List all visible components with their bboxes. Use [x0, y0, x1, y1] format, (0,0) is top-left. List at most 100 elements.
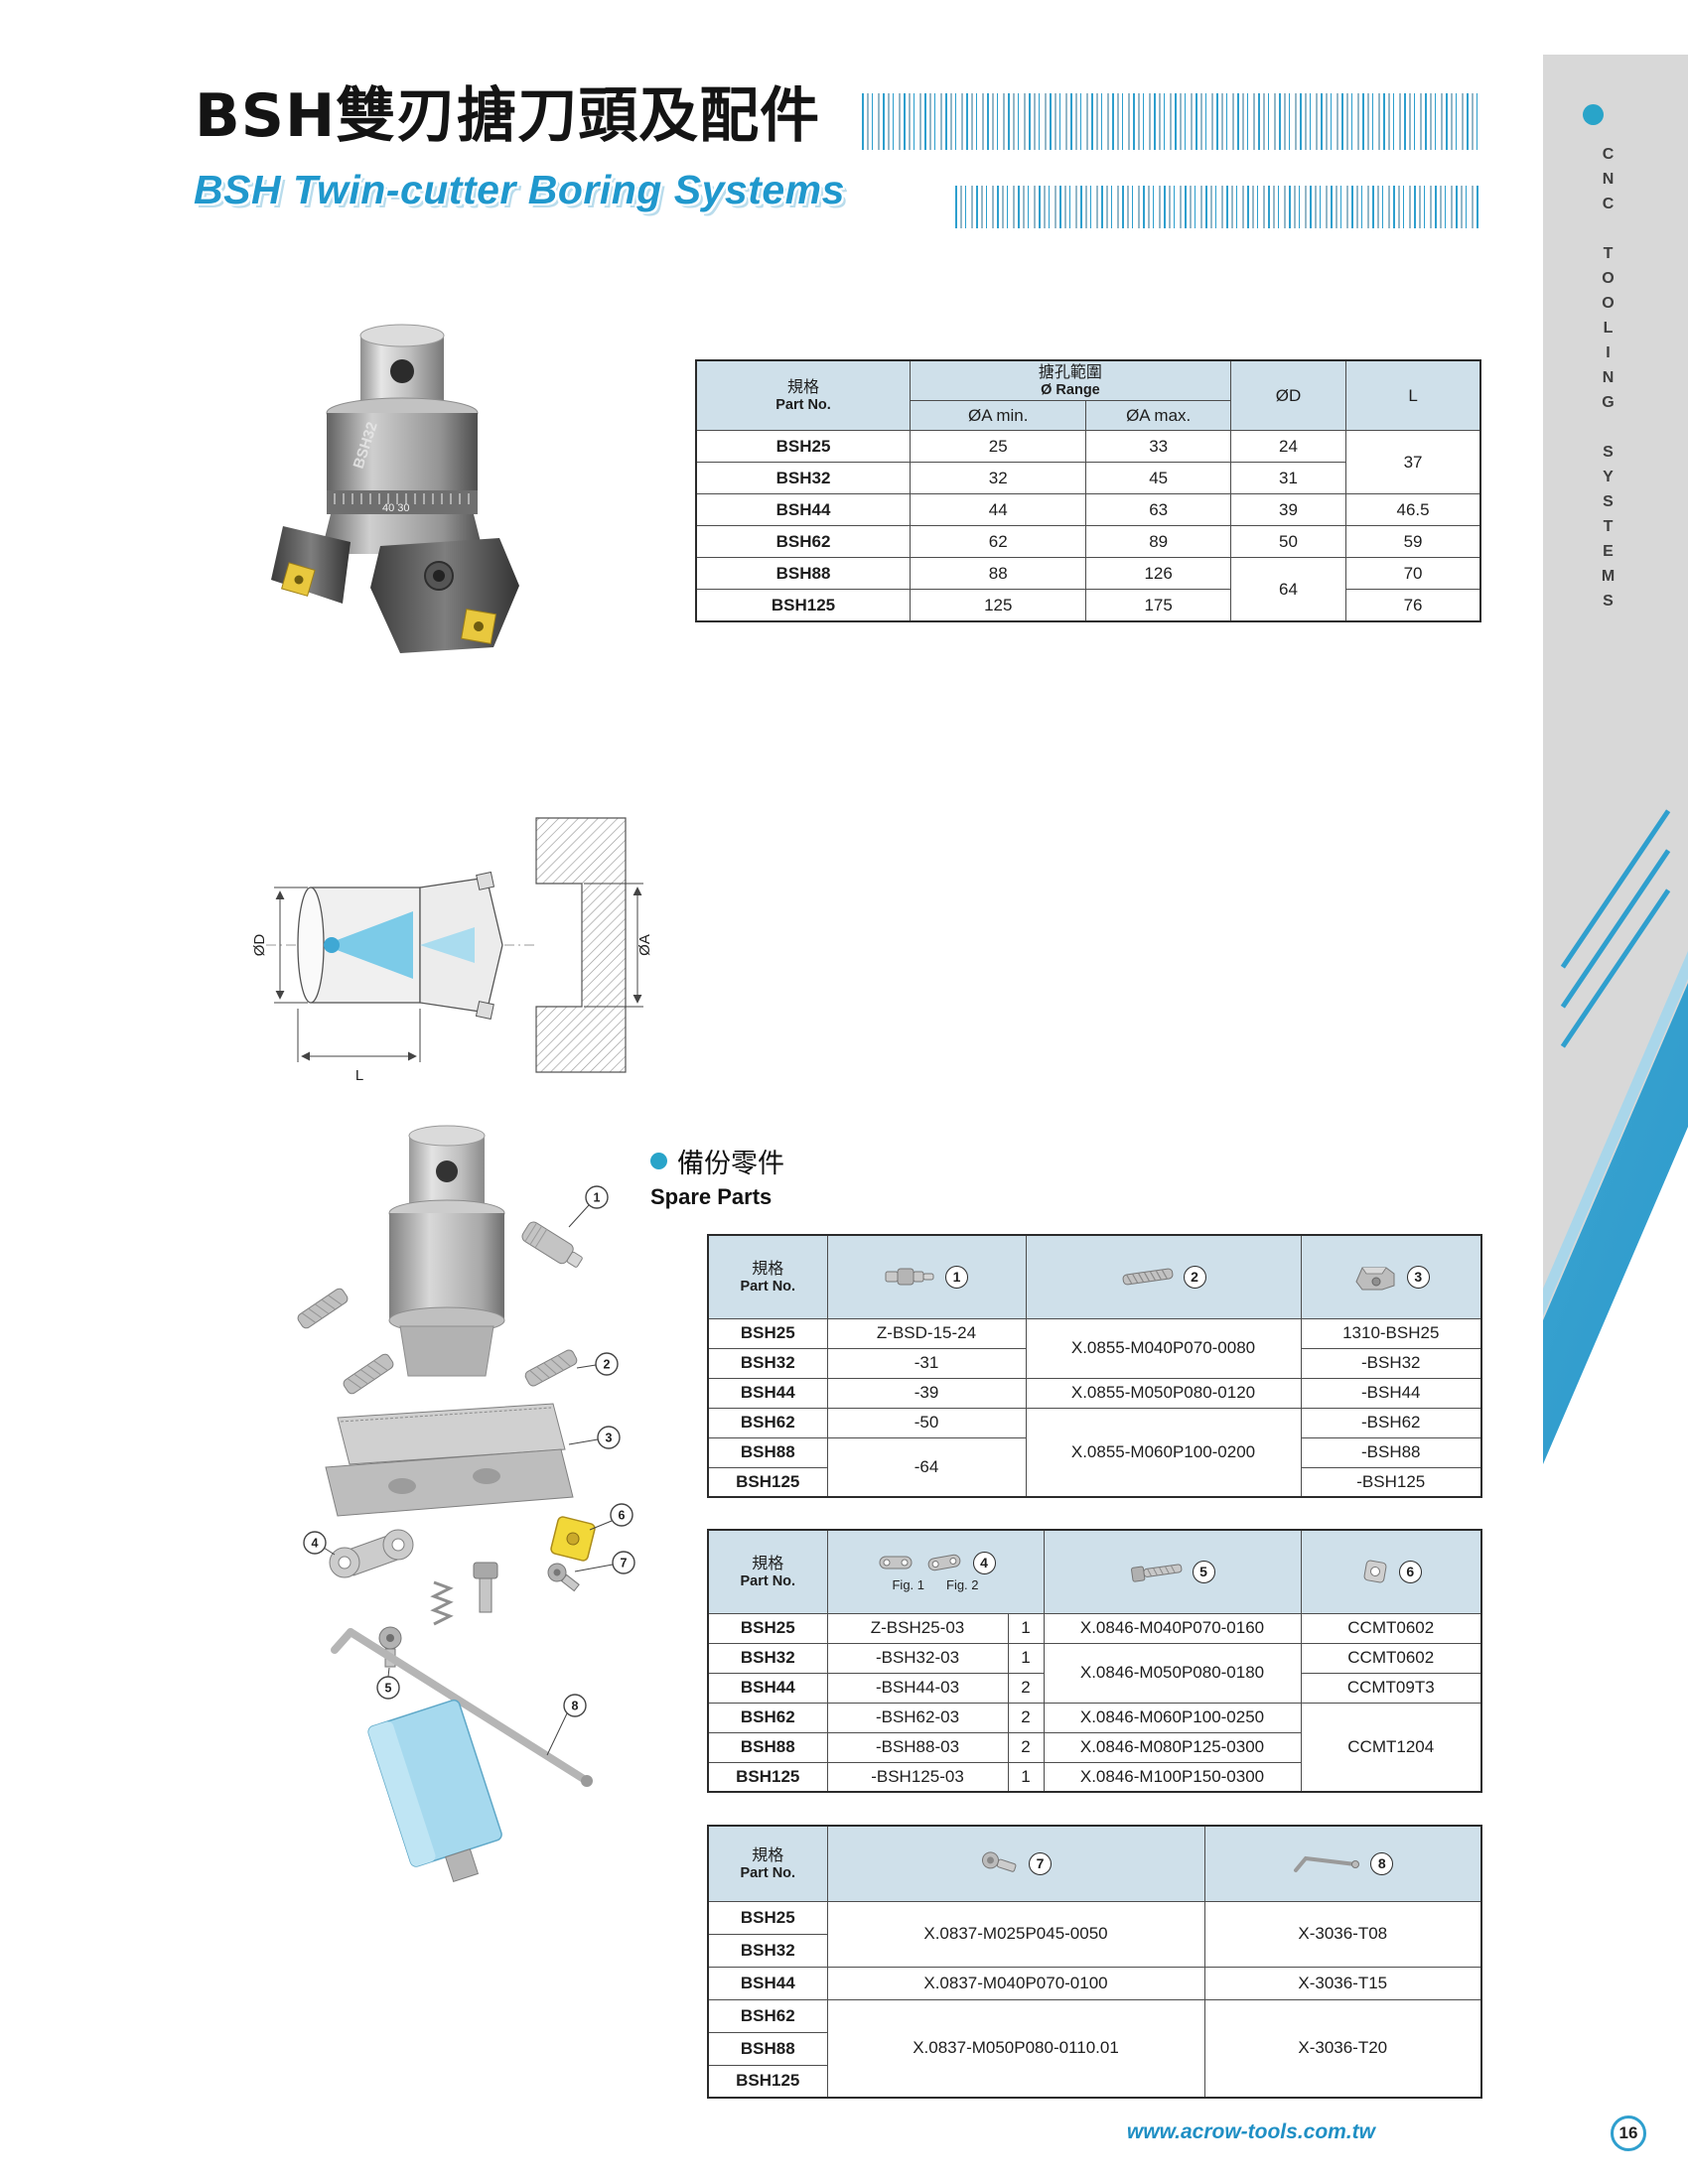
cutter-cartridge	[325, 1403, 574, 1517]
tool-shank	[359, 324, 445, 411]
svg-text:1: 1	[594, 1191, 601, 1205]
insert-icon	[1363, 1560, 1387, 1583]
spare-parts-table-2: 規格 Part No.	[707, 1529, 1482, 1793]
clamp-cell: -BSH62	[1300, 1407, 1482, 1438]
table-row: BSH44 X.0837-M040P070-0100 X-3036-T15	[707, 1966, 1482, 2000]
table-row: BSH88 88 126 64 70	[695, 557, 1481, 622]
amin-cell: 88	[910, 557, 1087, 591]
part-no-cell: BSH125	[707, 1761, 828, 1793]
cap-screw-icon	[1130, 1564, 1182, 1582]
qty-cell: 1	[1007, 1642, 1045, 1674]
col-header-torx-screw: 7	[826, 1825, 1205, 1902]
qty-cell: 1	[1007, 1612, 1045, 1644]
pilot-cell: -50	[826, 1407, 1027, 1438]
part-no-cell: BSH125	[707, 1466, 828, 1498]
dimension-table: 規格 Part No. 搪孔範圍 Ø Range ØD L ØA min. ØA…	[695, 359, 1481, 622]
table-header-row: 規格 Part No. 7	[707, 1825, 1482, 1902]
part-no-cell: BSH44	[707, 1672, 828, 1704]
part-no-cell: BSH62	[707, 1702, 828, 1733]
part-no-cell: BSH88	[707, 1436, 828, 1468]
fig-cell: Z-BSH25-03	[826, 1612, 1009, 1644]
range-label-en: Ø Range	[1041, 382, 1100, 398]
spare-parts-heading-en: Spare Parts	[650, 1184, 773, 1209]
part-no-label-zh: 規格	[752, 1844, 784, 1864]
dim-l-label: L	[355, 1067, 363, 1084]
part-no-cell: BSH44	[695, 493, 912, 527]
insert-cell: CCMT09T3	[1300, 1672, 1482, 1704]
technical-diagram: ØD ØA L	[251, 817, 653, 1084]
spare-parts-table-3: 規格 Part No. 7	[707, 1825, 1482, 2099]
table-row: BSH62 -BSH62-03 2 X.0846-M060P100-0250 C…	[707, 1702, 1482, 1793]
dim-oa-label: ØA	[636, 934, 653, 956]
table-row: BSH32 32 45 31	[695, 462, 1480, 495]
col-header-screw: 2	[1025, 1234, 1302, 1319]
col-header-l: L	[1345, 359, 1481, 432]
col-header-part-no: 規格 Part No.	[707, 1529, 828, 1614]
table-row: BSH125 -BSH125	[707, 1466, 1482, 1498]
fig-cell: -BSH88-03	[826, 1731, 1009, 1763]
col-header-range: 搪孔範圍 Ø Range	[910, 359, 1231, 402]
od-cell: 64	[1229, 557, 1347, 622]
wrench-icon	[1294, 1856, 1360, 1873]
page-title: BSH雙刃搪刀頭及配件	[195, 81, 821, 151]
clamp-cell: -BSH88	[1300, 1436, 1482, 1468]
item-number-badge: 4	[972, 1551, 996, 1574]
item-number-badge: 2	[1183, 1265, 1206, 1289]
l-cell: 46.5	[1345, 493, 1481, 527]
part-no-cell: BSH32	[707, 1347, 828, 1379]
table-row: BSH125 -BSH125-03 1 X.0846-M100P150-0300	[707, 1761, 1481, 1793]
balloon-4: 4	[303, 1531, 336, 1556]
screw-cell: X.0855-M050P080-0120	[1025, 1377, 1302, 1409]
amax-cell: 63	[1085, 493, 1231, 527]
part-no-label-en: Part No.	[740, 1864, 796, 1881]
pilot-cell: -31	[826, 1347, 1027, 1379]
table-row: BSH62 -50 X.0855-M060P100-0200 -BSH62	[707, 1407, 1482, 1498]
balloon-6: 6	[589, 1503, 633, 1531]
qty-cell: 1	[1007, 1761, 1045, 1793]
col-header-part-no: 規格 Part No.	[695, 359, 912, 432]
product-photo: BSH32 40 30	[271, 324, 519, 653]
fig-cell: -BSH62-03	[826, 1702, 1009, 1733]
boring-head-body	[388, 1125, 505, 1377]
workpiece-section	[535, 817, 627, 1073]
balloon-5: 5	[376, 1667, 400, 1700]
threaded-screw-icon	[1122, 1268, 1173, 1286]
screw-cell: X.0855-M040P070-0080	[1025, 1317, 1302, 1379]
section-bullet-icon	[650, 1153, 667, 1169]
balloon-1: 1	[568, 1185, 609, 1228]
barcode-decoration-top	[862, 93, 1481, 150]
part-no-label-zh: 規格	[752, 1553, 784, 1572]
clamp-icon	[1355, 1267, 1395, 1291]
torx-screw-icon	[981, 1851, 1017, 1872]
table-row: BSH62 62 89 50 59	[695, 525, 1481, 559]
table-row: BSH125	[707, 2064, 1481, 2099]
part-no-cell: BSH32	[707, 1933, 828, 1968]
amin-cell: 62	[910, 525, 1087, 559]
fig-cell: -BSH44-03	[826, 1672, 1009, 1704]
part-no-cell: BSH88	[707, 2031, 828, 2066]
table-header-row: 規格 Part No. 1	[707, 1234, 1482, 1319]
sidebar-bullet-dot-icon	[1583, 104, 1604, 125]
cap-screw	[473, 1562, 498, 1613]
spare-parts-heading-zh: 備份零件	[677, 1149, 784, 1179]
wrench-cell: X-3036-T20	[1203, 1998, 1482, 2099]
part-no-label-en: Part No.	[740, 1278, 796, 1295]
amin-cell: 32	[910, 462, 1087, 495]
torx-screw-cell: X.0837-M040P070-0100	[826, 1966, 1205, 2000]
amin-cell: 125	[910, 589, 1087, 622]
col-header-wrench: 8	[1203, 1825, 1482, 1902]
amax-cell: 126	[1085, 557, 1231, 591]
svg-text:2: 2	[604, 1358, 611, 1372]
tool-body: BSH32 40 30	[321, 397, 484, 554]
part-no-cell: BSH62	[707, 1407, 828, 1438]
part-no-cell: BSH88	[707, 1731, 828, 1763]
pilot-cell: -64	[826, 1436, 1027, 1498]
part-no-cell: BSH125	[695, 589, 912, 622]
exploded-view-diagram: 1 2 3 4 5 6 7	[297, 1125, 635, 1883]
spare-parts-table-1: 規格 Part No. 1	[707, 1234, 1482, 1498]
col-header-fig: 4 Fig. 1 Fig. 2	[826, 1529, 1045, 1614]
table-row: BSH62 X.0837-M050P080-0110.01 X-3036-T20	[707, 1998, 1482, 2099]
cutter-arm-left	[271, 526, 351, 604]
part-no-cell: BSH125	[707, 2064, 828, 2099]
